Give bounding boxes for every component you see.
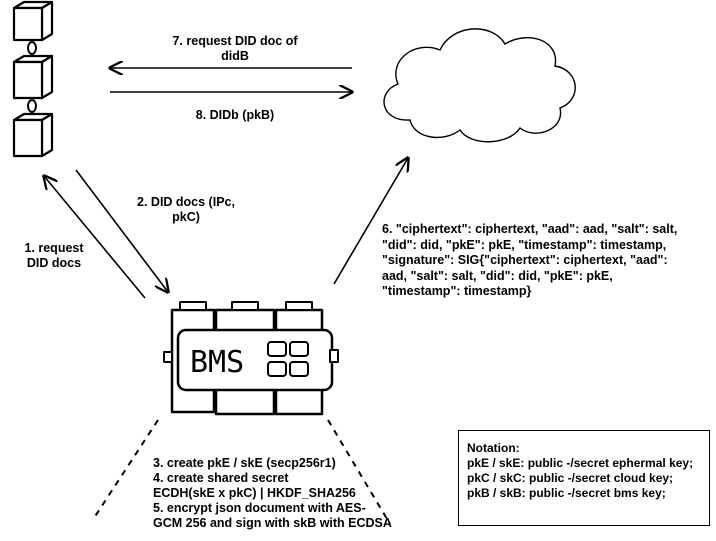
chain-link bbox=[27, 99, 37, 113]
grid-icon bbox=[267, 341, 309, 377]
notation-title: Notation: bbox=[467, 441, 520, 455]
step2-label: 2. DID docs (IPc,pkC) bbox=[137, 195, 235, 224]
block-3 bbox=[12, 112, 54, 158]
block-2 bbox=[12, 54, 54, 100]
notation-box: Notation: pkE / skE: public -/secret eph… bbox=[458, 430, 710, 526]
arrow-step6 bbox=[333, 158, 408, 285]
notation-line: pkC / skC: public -/secret cloud key; bbox=[467, 471, 674, 485]
bms-label: BMS bbox=[190, 345, 244, 380]
dashed-line-right bbox=[327, 419, 391, 525]
steps-bottom-label: 3. create pkE / skE (secp256r1) 4. creat… bbox=[153, 456, 392, 530]
bms-device-icon: BMS bbox=[163, 301, 339, 416]
block-1 bbox=[12, 0, 54, 42]
step8-label: 8. DIDb (pkB) bbox=[195, 108, 275, 122]
arrow-step2 bbox=[75, 169, 168, 292]
step6-label: 6. "ciphertext": ciphertext, "aad": aad,… bbox=[382, 222, 678, 298]
dashed-line-left bbox=[93, 419, 159, 519]
notation-line: pkE / skE: public -/secret ephermal key; bbox=[467, 456, 694, 470]
blockchain-icon bbox=[12, 0, 54, 158]
arrow-step1 bbox=[44, 176, 146, 299]
cloud-icon bbox=[383, 28, 576, 143]
chain-link bbox=[27, 41, 37, 55]
notation-line: pkB / skB: public -/secret bms key; bbox=[467, 486, 666, 500]
